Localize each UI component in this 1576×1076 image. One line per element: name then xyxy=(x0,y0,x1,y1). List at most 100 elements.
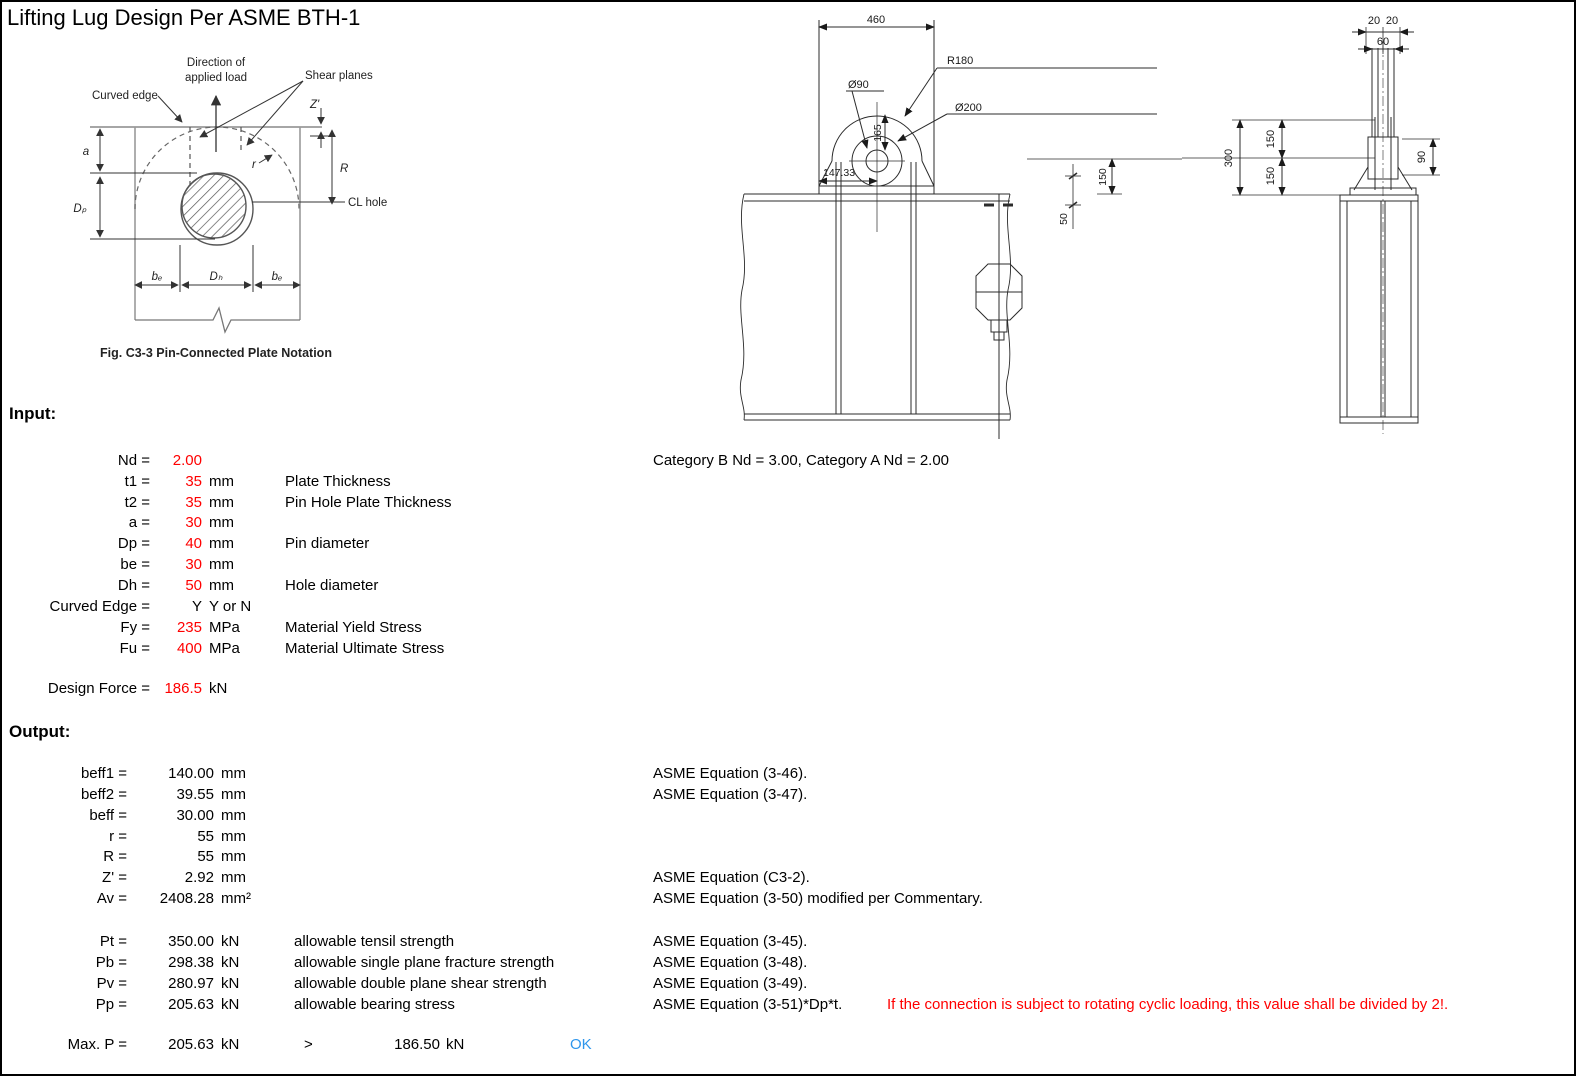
figure-dp-label: Dₚ xyxy=(73,203,86,215)
figure-caption: Fig. C3-3 Pin-Connected Plate Notation xyxy=(100,346,332,360)
pt-unit: kN xyxy=(221,933,240,950)
beff-value: 30.00 xyxy=(176,807,214,824)
fu-desc: Material Ultimate Stress xyxy=(285,640,445,657)
fy-value-cell[interactable]: 235 xyxy=(176,619,202,636)
pt-label: Pt = xyxy=(99,933,127,950)
pv-label: Pv = xyxy=(96,975,127,992)
side-dim-300: 300 xyxy=(1223,149,1235,167)
r-unit: mm xyxy=(221,828,246,845)
z-unit: mm xyxy=(221,869,246,886)
curved-edge-value-cell[interactable]: Y xyxy=(191,598,202,615)
fu-unit: MPa xyxy=(209,640,240,657)
pp-desc: allowable bearing stress xyxy=(294,996,455,1013)
front-dim-460: 460 xyxy=(867,14,885,26)
pb-note: ASME Equation (3-48). xyxy=(653,954,808,971)
nd-value-cell[interactable]: 2.00 xyxy=(172,452,202,469)
pp-note: ASME Equation (3-51)*Dp*t. xyxy=(653,996,843,1013)
figure-direction-label-1: Direction of xyxy=(187,57,246,69)
front-dim-165: 165 xyxy=(872,124,884,142)
R-label: R = xyxy=(103,848,127,865)
dp-label: Dp = xyxy=(117,535,150,552)
beff-label: beff = xyxy=(89,807,127,824)
pb-label: Pb = xyxy=(95,954,127,971)
figure-cl-hole-label: CL hole xyxy=(348,197,387,209)
av-note: ASME Equation (3-50) modified per Commen… xyxy=(653,890,983,907)
page-title: Lifting Lug Design Per ASME BTH-1 xyxy=(7,5,361,30)
fig-c3-3-diagram: Direction of applied load Shear planes C… xyxy=(73,57,387,334)
t2-value-cell[interactable]: 35 xyxy=(185,494,202,511)
t1-label: t1 = xyxy=(124,473,150,490)
max-p-value: 205.63 xyxy=(168,1036,214,1053)
figure-z-label: Z' xyxy=(309,99,320,111)
beff2-unit: mm xyxy=(221,786,246,803)
pb-unit: kN xyxy=(221,954,240,971)
status-badge: OK xyxy=(570,1036,592,1053)
pv-note: ASME Equation (3-49). xyxy=(653,975,808,992)
pp-unit: kN xyxy=(221,996,240,1013)
dp-value-cell[interactable]: 40 xyxy=(185,535,202,552)
beff1-value: 140.00 xyxy=(168,765,214,782)
demand-unit: kN xyxy=(446,1036,465,1053)
pb-desc: allowable single plane fracture strength xyxy=(294,954,555,971)
pp-value: 205.63 xyxy=(168,996,214,1013)
dh-value-cell[interactable]: 50 xyxy=(185,577,202,594)
pt-value: 350.00 xyxy=(168,933,214,950)
lug-side-view-drawing: 20 20 60 300 150 150 90 xyxy=(1182,15,1440,434)
pv-unit: kN xyxy=(221,975,240,992)
av-value: 2408.28 xyxy=(159,890,214,907)
design-force-label: Design Force = xyxy=(47,680,150,697)
fy-desc: Material Yield Stress xyxy=(285,619,422,636)
a-value-cell[interactable]: 30 xyxy=(185,514,202,531)
front-dim-r180: R180 xyxy=(947,55,973,67)
output-heading: Output: xyxy=(9,722,71,741)
be-value-cell[interactable]: 30 xyxy=(185,556,202,573)
pt-note: ASME Equation (3-45). xyxy=(653,933,808,950)
pt-desc: allowable tensil strength xyxy=(294,933,455,950)
front-dim-150: 150 xyxy=(1097,168,1109,186)
beff2-note: ASME Equation (3-47). xyxy=(653,786,808,803)
beff1-note: ASME Equation (3-46). xyxy=(653,765,808,782)
category-note: Category B Nd = 3.00, Category A Nd = 2.… xyxy=(653,452,950,469)
t2-label: t2 = xyxy=(124,494,150,511)
dp-unit: mm xyxy=(209,535,234,552)
r-value: 55 xyxy=(197,828,214,845)
side-dim-150b: 150 xyxy=(1265,167,1277,185)
side-dim-60: 60 xyxy=(1377,36,1389,48)
dh-unit: mm xyxy=(209,577,234,594)
front-dim-hole: Ø90 xyxy=(848,79,869,91)
demand-value: 186.50 xyxy=(394,1036,440,1053)
pb-value: 298.38 xyxy=(168,954,214,971)
max-p-label: Max. P = xyxy=(67,1036,127,1053)
pv-value: 280.97 xyxy=(168,975,214,992)
figure-a-label: a xyxy=(83,146,89,158)
a-unit: mm xyxy=(209,514,234,531)
figure-be-left-label: bₑ xyxy=(152,271,163,283)
t2-unit: mm xyxy=(209,494,234,511)
figure-curved-edge-label: Curved edge xyxy=(92,90,158,102)
t1-unit: mm xyxy=(209,473,234,490)
fy-unit: MPa xyxy=(209,619,240,636)
r-label: r = xyxy=(109,828,127,845)
t1-value-cell[interactable]: 35 xyxy=(185,473,202,490)
design-force-unit: kN xyxy=(209,680,228,697)
curved-edge-options: Y or N xyxy=(209,598,252,615)
dp-desc: Pin diameter xyxy=(285,535,370,552)
front-dim-14733: 147.33 xyxy=(823,167,855,179)
t1-desc: Plate Thickness xyxy=(285,473,391,490)
beff1-unit: mm xyxy=(221,765,246,782)
av-label: Av = xyxy=(96,890,127,907)
fu-label: Fu = xyxy=(119,640,150,657)
figure-be-right-label: bₑ xyxy=(272,271,283,283)
beff1-label: beff1 = xyxy=(80,765,127,782)
design-force-value-cell[interactable]: 186.5 xyxy=(164,680,202,697)
pv-desc: allowable double plane shear strength xyxy=(294,975,547,992)
av-unit: mm² xyxy=(221,890,251,907)
curved-edge-label: Curved Edge = xyxy=(49,598,150,615)
R-value: 55 xyxy=(197,848,214,865)
z-value: 2.92 xyxy=(184,869,214,886)
cyclic-loading-warning: If the connection is subject to rotating… xyxy=(887,996,1449,1013)
fu-value-cell[interactable]: 400 xyxy=(176,640,202,657)
max-p-unit: kN xyxy=(221,1036,240,1053)
beff2-label: beff2 = xyxy=(80,786,127,803)
